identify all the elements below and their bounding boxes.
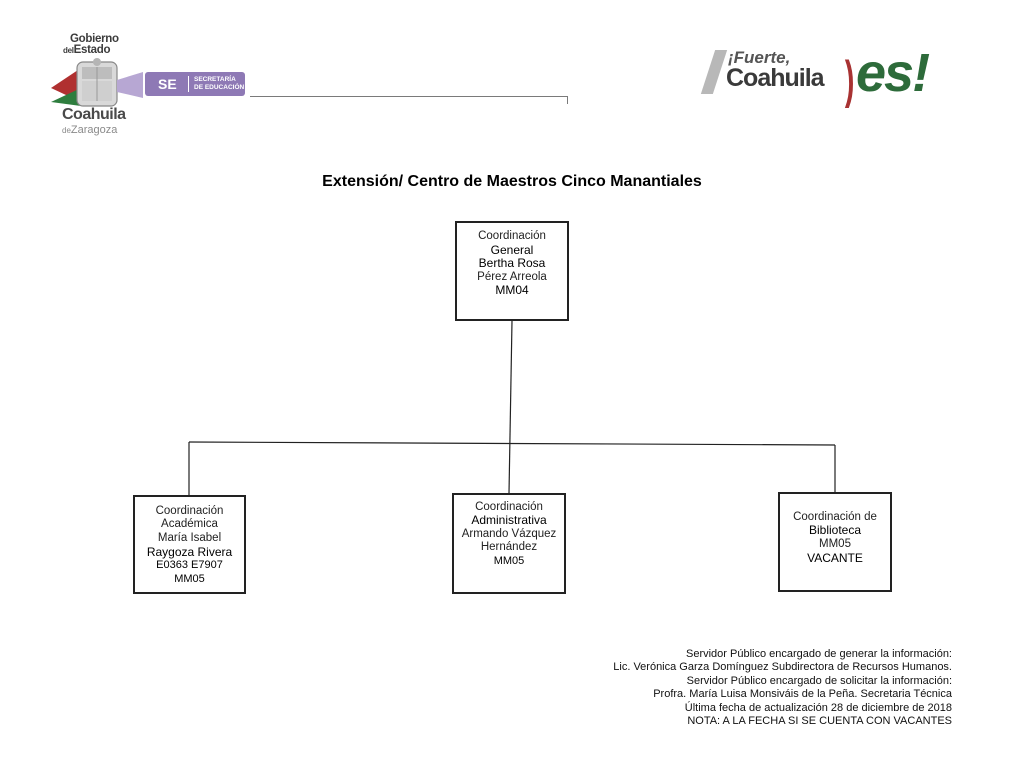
box-line: Coordinación <box>475 500 543 513</box>
box-line: MM04 <box>495 283 529 298</box>
box-line: Armando Vázquez <box>461 527 557 540</box>
coat-of-arms-icon <box>51 58 143 107</box>
logo-text-coahuila: Coahuila <box>62 106 126 123</box>
slogan-slash <box>700 50 728 94</box>
header-divider-tick <box>567 96 568 104</box>
box-line: Biblioteca <box>808 523 862 538</box>
footer-line: Servidor Público encargado de generar la… <box>686 648 952 660</box>
box-line: MM05 <box>493 554 525 567</box>
footer-line: Lic. Verónica Garza Domínguez Subdirecto… <box>613 661 952 674</box>
box-line: Raygoza Rivera <box>146 544 233 559</box>
footer-line: Servidor Público encargado de solicitar … <box>686 674 952 687</box>
fuerte-coahuila-es-logo: ¡Fuerte, Coahuila ) es! <box>700 40 950 120</box>
org-box-coordinacion-general: Coordinación General Bertha Rosa Pérez A… <box>455 221 569 321</box>
box-line: María Isabel <box>157 531 222 544</box>
badge-subtext-2: DE EDUCACIÓN <box>194 84 245 91</box>
footer-line: NOTA: A LA FECHA SI SE CUENTA CON VACANT… <box>687 715 952 728</box>
box-line: Académica <box>161 518 218 531</box>
box-line: E0363 E7907 <box>156 559 223 572</box>
box-line: Administrativa <box>471 513 547 528</box>
connector-horizontal-bus <box>188 441 836 446</box>
se-badge-text: SE <box>158 76 177 92</box>
logo-text-zaragoza: deZaragoza <box>62 124 118 136</box>
org-box-coordinacion-administrativa: Coordinación Administrativa Armando Vázq… <box>452 493 566 594</box>
box-line: Coordinación <box>478 230 546 243</box>
box-line: Coordinación de <box>793 510 877 523</box>
box-line: Hernández <box>480 541 538 554</box>
box-line: Pérez Arreola <box>477 270 547 283</box>
logo-text-gobierno: Gobierno <box>70 33 119 45</box>
footer-line: Última fecha de actualización 28 de dici… <box>684 701 952 714</box>
org-chart-title: Extensión/ Centro de Maestros Cinco Mana… <box>322 173 702 190</box>
footer-line: Profra. María Luisa Monsiváis de la Peña… <box>653 688 952 701</box>
badge-divider <box>188 76 189 92</box>
badge-subtext-1: SECRETARÍA <box>194 76 236 83</box>
logo-text-del-estado: delEstado <box>63 44 111 56</box>
secretaria-educacion-badge <box>145 72 245 96</box>
box-line: MM05 <box>174 572 205 585</box>
box-line: VACANTE <box>807 550 863 565</box>
box-line: MM05 <box>819 538 851 550</box>
org-box-coordinacion-academica: Coordinación Académica María Isabel Rayg… <box>133 495 246 594</box>
footer-responsibles-note: Servidor Público encargado de generar la… <box>613 648 952 728</box>
slogan-es: es! <box>856 43 930 103</box>
box-line: Coordinación <box>155 504 224 517</box>
header-divider <box>250 96 568 97</box>
slogan-parenthesis: ) <box>844 51 855 109</box>
gobierno-coahuila-logo: Gobierno delEstado SE SECRETARÍA DE EDUC… <box>48 30 248 138</box>
org-box-coordinacion-biblioteca: Coordinación de Biblioteca MM05 VACANTE <box>778 492 892 592</box>
box-line: Bertha Rosa <box>478 256 546 271</box>
slogan-coahuila: Coahuila <box>726 64 825 92</box>
connector-general-down <box>508 320 513 494</box>
slogan-fuerte: ¡Fuerte, <box>728 48 791 67</box>
box-line: General <box>490 242 534 257</box>
